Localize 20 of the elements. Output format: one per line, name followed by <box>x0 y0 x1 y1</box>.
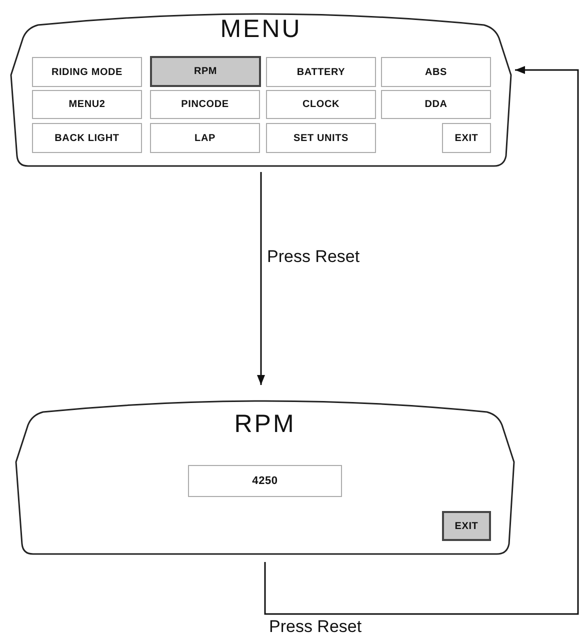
arrow <box>264 66 579 615</box>
menu-item: RIDING MODE <box>32 57 142 87</box>
selected-menu-item: EXIT <box>442 511 491 541</box>
menu-item: BATTERY <box>266 57 376 87</box>
menu-item: CLOCK <box>266 90 376 119</box>
menu-item: DDA <box>381 90 491 119</box>
arrow <box>257 172 265 385</box>
value-display: 4250 <box>188 465 342 497</box>
menu-item: SET UNITS <box>266 123 376 153</box>
menu-item: MENU2 <box>32 90 142 119</box>
menu-item: PINCODE <box>150 90 260 119</box>
display-screen <box>10 10 512 166</box>
menu-item: BACK LIGHT <box>32 123 142 153</box>
menu-item: ABS <box>381 57 491 87</box>
screen-title: RPM <box>234 412 296 437</box>
menu-item: LAP <box>150 123 260 153</box>
screen-title: MENU <box>220 17 302 42</box>
menu-item: EXIT <box>442 123 491 153</box>
display-screen <box>15 397 515 554</box>
selected-menu-item: RPM <box>150 56 261 87</box>
